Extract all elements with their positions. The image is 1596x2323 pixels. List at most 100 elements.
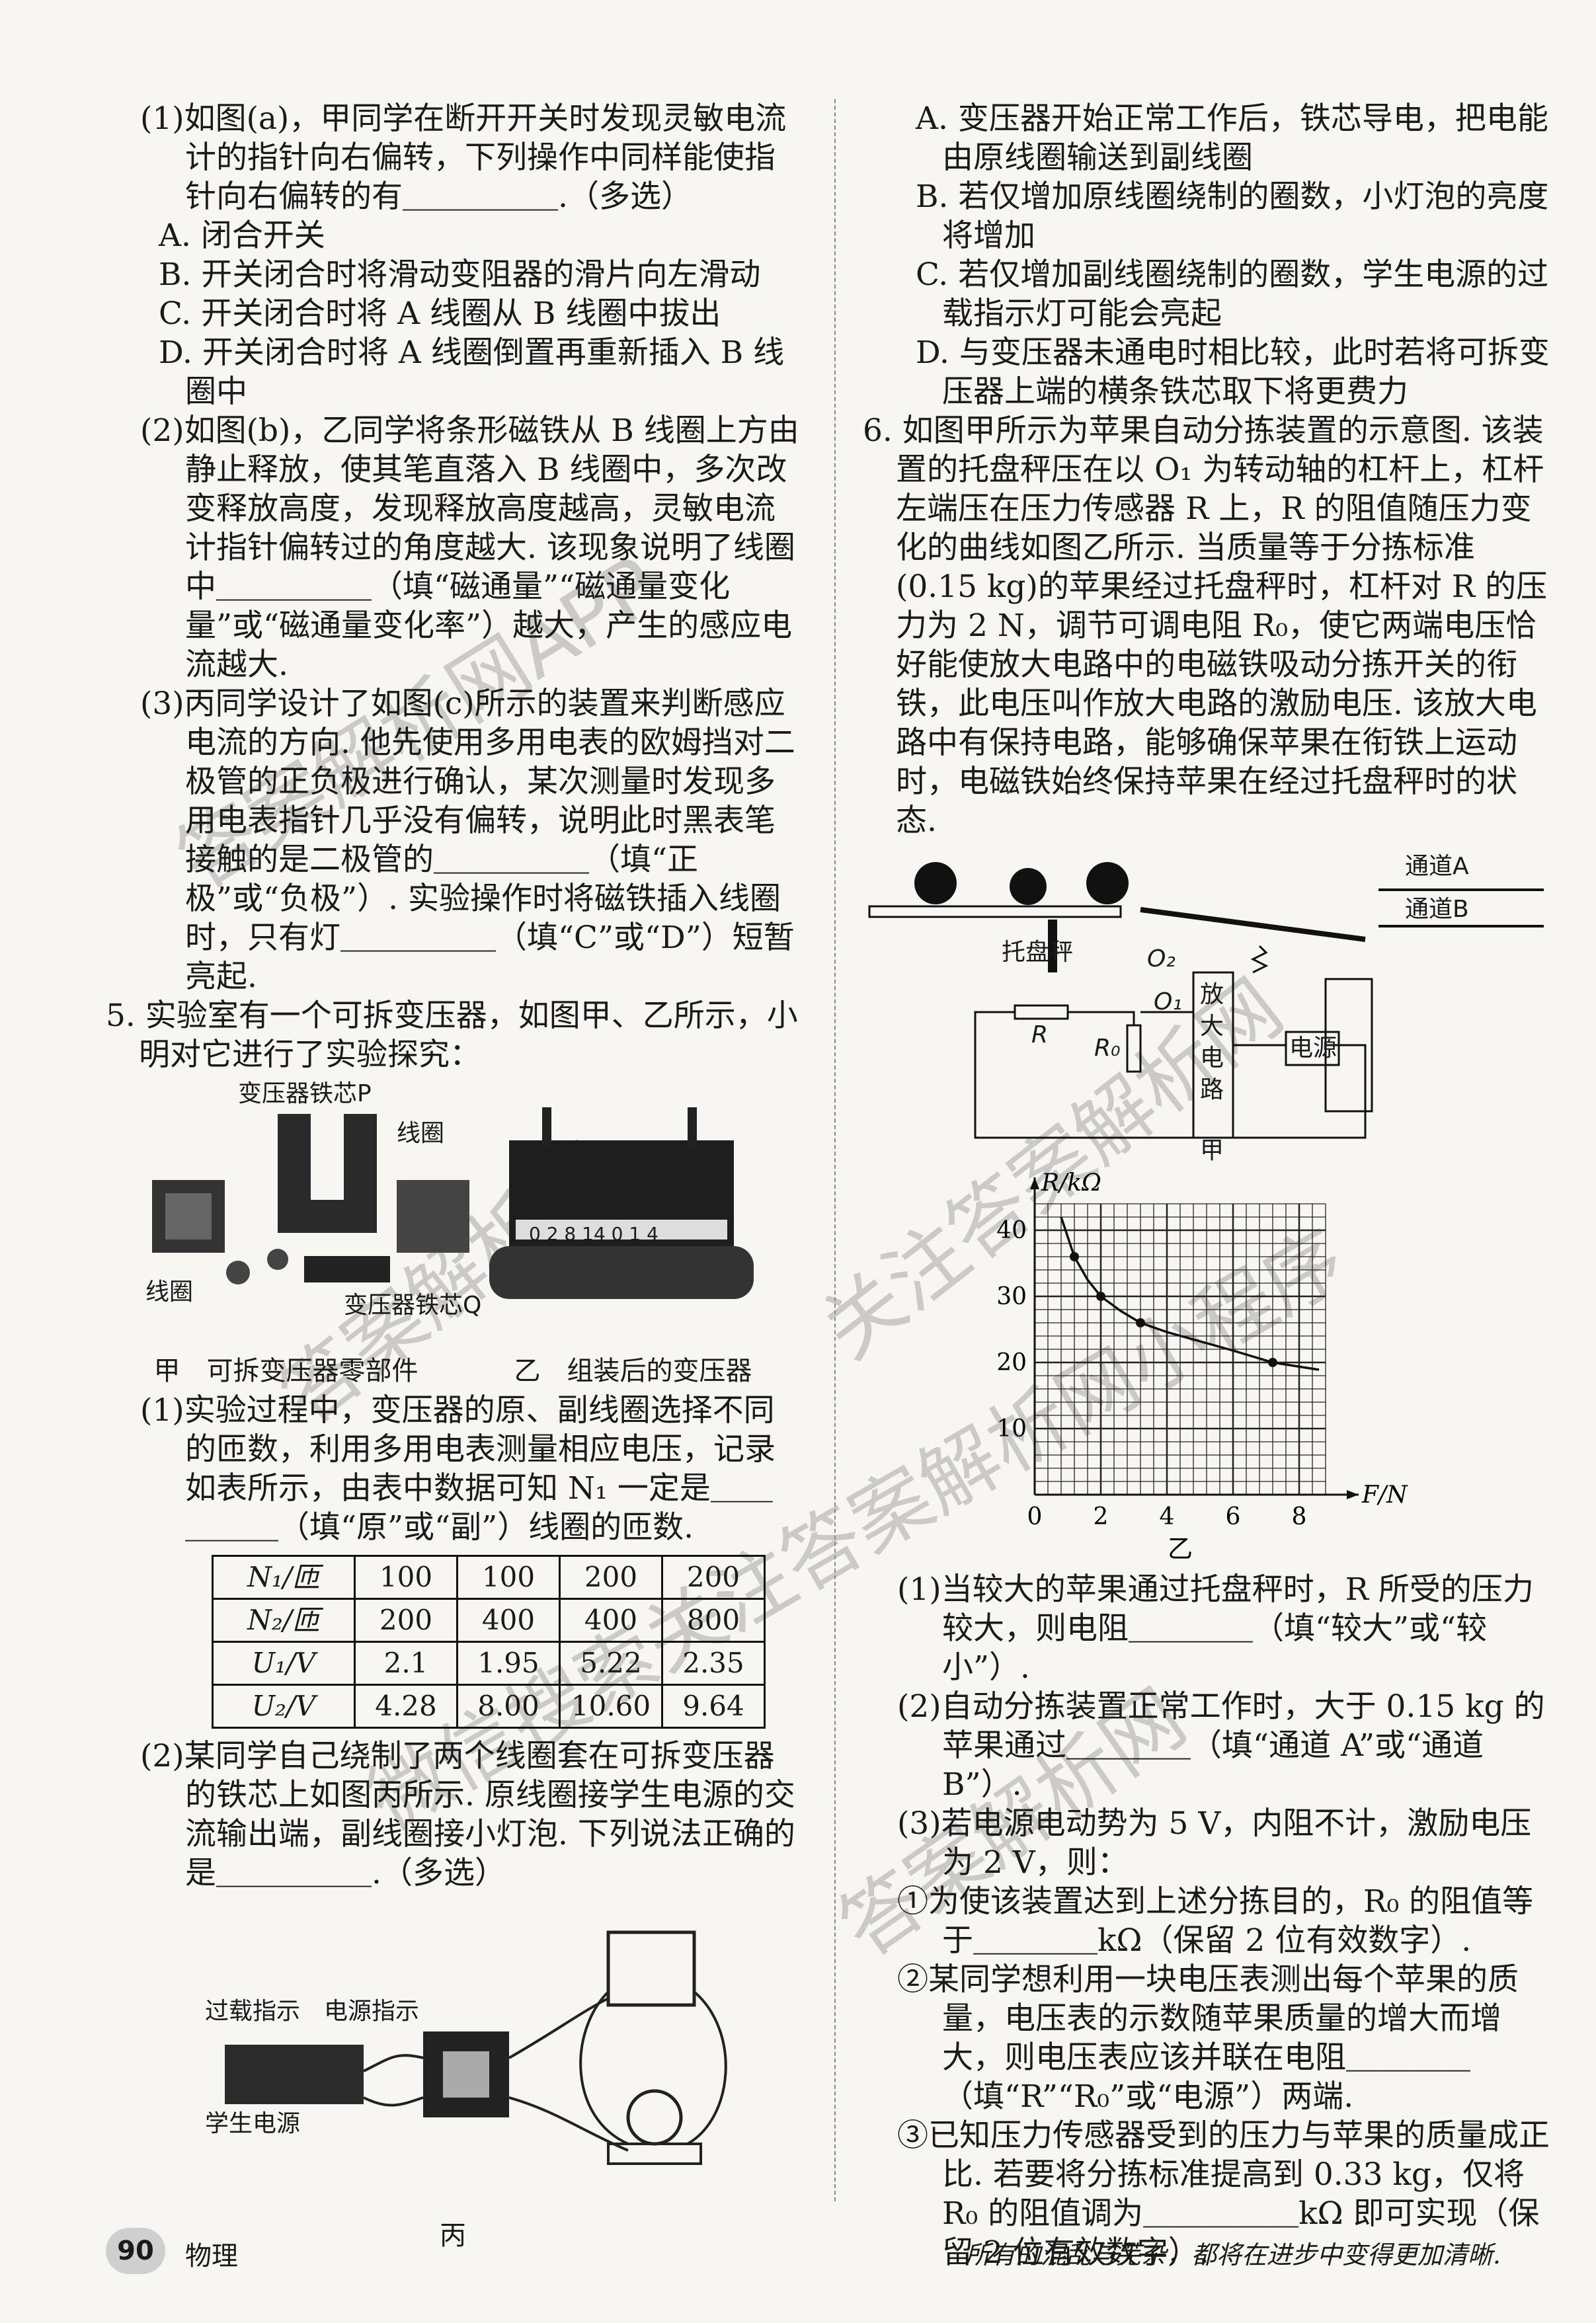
label-overload: 过载指示 <box>205 1998 301 2025</box>
table-cell: 200 <box>559 1555 663 1600</box>
question-6-3-2: ②某同学想利用一块电压表测出每个苹果的质量，电压表的示数随苹果质量的增大而增大，… <box>897 1961 1519 2115</box>
y-axis-arrow-icon <box>1030 1177 1039 1189</box>
question-6-1: (1)当较大的苹果通过托盘秤时，R 所受的压力较大，则电阻＿＿＿＿（填“较大”或… <box>897 1571 1534 1686</box>
question-6-2: (2)自动分拣装置正常工作时，大于 0.15 kg 的苹果通过＿＿＿＿（填“通道… <box>897 1688 1545 1803</box>
label-amplifier: 放大电路 <box>1200 981 1224 1103</box>
label-o1: O₁ <box>1154 988 1182 1015</box>
label-power-indicator: 电源指示 <box>324 1998 420 2025</box>
page-number: 90 <box>106 2228 165 2274</box>
y-tick-label: 40 <box>996 1217 1027 1244</box>
caption-jia: 甲 <box>1200 1137 1224 1164</box>
table-cell: 8.00 <box>456 1684 561 1729</box>
question-6: 6. 如图甲所示为苹果自动分拣装置的示意图. 该装置的托盘秤压在以 O₁ 为转动… <box>863 413 1548 839</box>
data-point <box>1096 1292 1105 1301</box>
question-6-3-3: ③已知压力传感器受到的压力与苹果的质量成正比. 若要将分拣标准提高到 0.33 … <box>897 2117 1550 2271</box>
table-cell: 200 <box>661 1555 766 1600</box>
label-channel-a: 通道A <box>1405 853 1469 880</box>
question-4-1: (1)如图(a)，甲同学在断开开关时发现灵敏电流计的指针向右偏转，下列操作中同样… <box>140 100 787 215</box>
label-power: 电源 <box>1289 1035 1337 1062</box>
caption-bing: 丙 <box>440 2221 466 2251</box>
caption-yi: 乙 组装后的变压器 <box>514 1356 752 1386</box>
question-4-2: (2)如图(b)，乙同学将条形磁铁从 B 线圈上方由静止释放，使其笔直落入 B … <box>140 413 799 683</box>
data-point <box>1070 1252 1079 1261</box>
chart-title: 乙 <box>1168 1534 1193 1561</box>
figure-captions: 甲 可拆变压器零部件 乙 组装后的变压器 <box>106 1352 800 1391</box>
subject-label: 物理 <box>185 2241 238 2271</box>
x-tick-label: 2 <box>1094 1503 1109 1530</box>
table-cell: 4.28 <box>354 1684 458 1729</box>
label-o2: O₂ <box>1147 945 1176 972</box>
transformer-parts-figure: 变压器铁芯P 线圈 线圈 变压器铁芯Q 0 2 8 14 0 1 4 <box>106 1081 800 1345</box>
x-tick-label: 4 <box>1160 1503 1175 1530</box>
option-a: A. 变压器开始正常工作后，铁芯导电，把电能由原线圈输送到副线圈 <box>916 100 1548 176</box>
row-label: N₁/匝 <box>212 1555 356 1600</box>
data-point <box>1268 1358 1277 1367</box>
row-label: N₂/匝 <box>212 1598 356 1643</box>
y-axis-label: R/kΩ <box>1041 1169 1101 1197</box>
x-tick-label: 0 <box>1027 1503 1043 1530</box>
option-b: B. 若仅增加原线圈绕制的圈数，小灯泡的亮度将增加 <box>916 178 1549 254</box>
question-5-2: (2)某同学自己绕制了两个线圈套在可拆变压器的铁芯上如图丙所示. 原线圈接学生电… <box>140 1738 795 1891</box>
table-cell: 800 <box>661 1598 766 1643</box>
label-channel-b: 通道B <box>1405 896 1469 923</box>
label-core-q: 变压器铁芯Q <box>344 1292 482 1319</box>
resistance-force-chart: 0 2 4 6 8 10 20 30 40 R/kΩ F/N 乙 <box>996 1169 1408 1563</box>
row-label: U₂/V <box>212 1684 356 1729</box>
left-column: (1)如图(a)，甲同学在断开开关时发现灵敏电流计的指针向右偏转，下列操作中同样… <box>106 99 800 2256</box>
homemade-transformer-figure: 过载指示 电源指示 学生电源 <box>106 1899 800 2210</box>
table-cell: 1.95 <box>456 1641 561 1686</box>
table-cell: 100 <box>456 1555 561 1600</box>
label-coil: 线圈 <box>397 1120 445 1147</box>
right-column: A. 变压器开始正常工作后，铁芯导电，把电能由原线圈输送到副线圈 B. 若仅增加… <box>863 99 1550 2272</box>
table-cell: 10.60 <box>559 1684 663 1729</box>
caption-jia: 甲 可拆变压器零部件 <box>153 1356 419 1386</box>
row-label: U₁/V <box>212 1641 356 1686</box>
question-6-3-1: ①为使该装置达到上述分拣目的，R₀ 的阻值等于＿＿＿＿kΩ（保留 2 位有效数字… <box>897 1883 1534 1959</box>
option-c: C. 开关闭合时将 A 线圈从 B 线圈中拔出 <box>159 295 721 332</box>
table-cell: 100 <box>354 1555 458 1600</box>
option-a: A. 闭合开关 <box>159 217 325 254</box>
transformer-photo <box>152 1107 754 1299</box>
table-cell: 2.35 <box>661 1641 766 1686</box>
x-tick-label: 6 <box>1226 1503 1241 1530</box>
circuit-photo <box>225 1930 727 2165</box>
label-student-supply: 学生电源 <box>205 2110 301 2137</box>
data-point <box>1136 1318 1145 1327</box>
y-tick-label: 10 <box>996 1415 1027 1442</box>
label-r: R <box>1031 1021 1049 1048</box>
option-d: D. 开关闭合时将 A 线圈倒置再重新插入 B 线圈中 <box>159 335 785 410</box>
label-coil: 线圈 <box>145 1279 194 1306</box>
footer-motto: 所有的混乱与芜杂，都将在进步中变得更加清晰. <box>965 2240 1501 2269</box>
y-tick-label: 20 <box>996 1349 1027 1376</box>
question-5-1: (1)实验过程中，变压器的原、副线圈选择不同的匝数，利用多用电表测量相应电压，记… <box>140 1392 776 1546</box>
option-d: D. 与变压器未通电时相比较，此时若将可拆变压器上端的横条铁芯取下将更费力 <box>916 335 1550 410</box>
label-tray: 托盘秤 <box>1002 939 1074 966</box>
table-cell: 400 <box>456 1598 561 1643</box>
y-tick-label: 30 <box>996 1283 1027 1310</box>
column-divider <box>834 99 836 2201</box>
label-scale: 0 2 8 14 0 1 4 <box>529 1223 658 1245</box>
table-cell: 2.1 <box>354 1641 458 1686</box>
x-tick-label: 8 <box>1292 1503 1307 1530</box>
label-r0: R₀ <box>1094 1035 1121 1062</box>
table-cell: 200 <box>354 1598 458 1643</box>
option-c: C. 若仅增加副线圈绕制的圈数，学生电源的过载指示灯可能会亮起 <box>916 256 1549 332</box>
table-cell: 400 <box>559 1598 663 1643</box>
page-footer: 90 物理 所有的混乱与芜杂，都将在进步中变得更加清晰. <box>93 2228 1547 2281</box>
table-cell: 5.22 <box>559 1641 663 1686</box>
question-6-3: (3)若电源电动势为 5 V，内阻不计，激励电压为 2 V，则： <box>897 1805 1532 1881</box>
apple-sorter-figure: 通道A 通道B 托盘秤 O₂ O₁ R R₀ 放大电路 电源 甲 <box>863 847 1550 1164</box>
question-5: 5. 实验室有一个可拆变压器，如图甲、乙所示，小明对它进行了实验探究： <box>106 998 798 1073</box>
table-cell: 9.64 <box>661 1684 766 1729</box>
label-core-p: 变压器铁芯P <box>238 1080 372 1107</box>
x-axis-arrow-icon <box>1347 1490 1359 1499</box>
question-4-3: (3)丙同学设计了如图(c)所示的装置来判断感应电流的方向. 他先使用多用电表的… <box>140 686 795 995</box>
apple-sorter-diagram <box>868 862 1544 1139</box>
option-b: B. 开关闭合时将滑动变阻器的滑片向左滑动 <box>159 256 761 293</box>
x-axis-label: F/N <box>1361 1481 1408 1509</box>
